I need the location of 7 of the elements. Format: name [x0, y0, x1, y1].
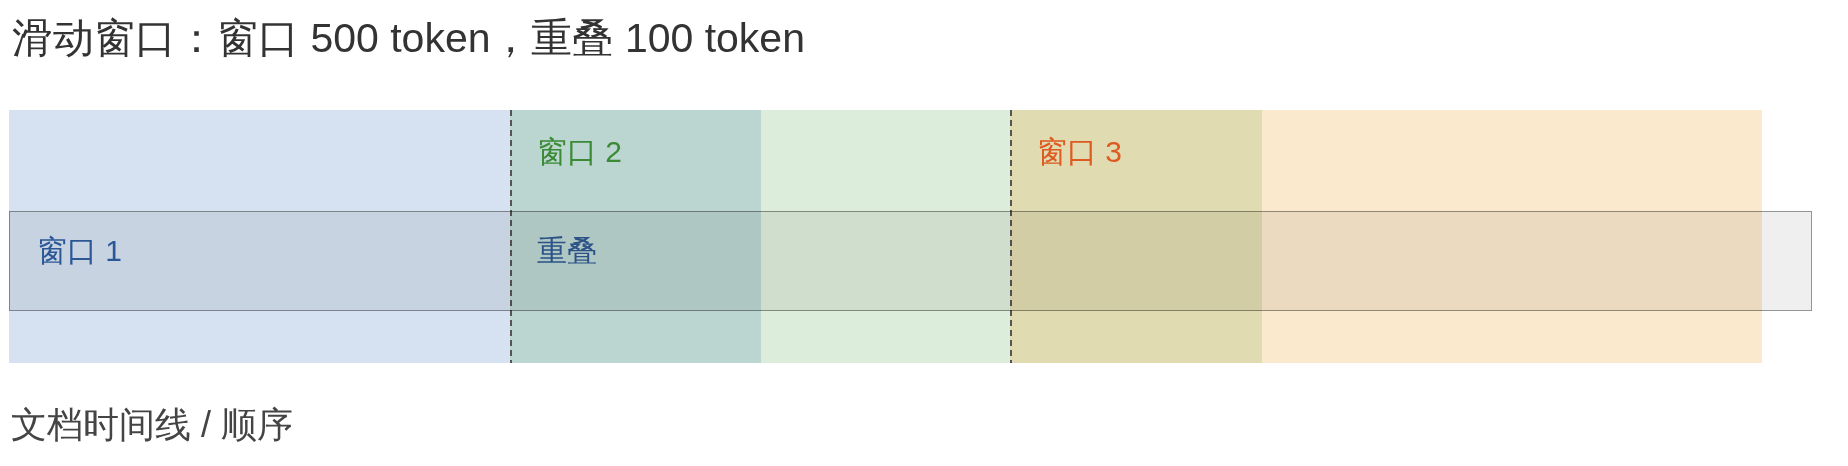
- diagram-title: 滑动窗口：窗口 500 token，重叠 100 token: [12, 17, 805, 59]
- window-label: 窗口 3: [1037, 137, 1123, 167]
- overlap-label: 重叠: [537, 236, 597, 266]
- window-label: 窗口 2: [537, 137, 623, 167]
- window-band: [1010, 110, 1762, 363]
- axis-label: 文档时间线 / 顺序: [11, 407, 293, 443]
- window-label: 窗口 1: [37, 236, 123, 266]
